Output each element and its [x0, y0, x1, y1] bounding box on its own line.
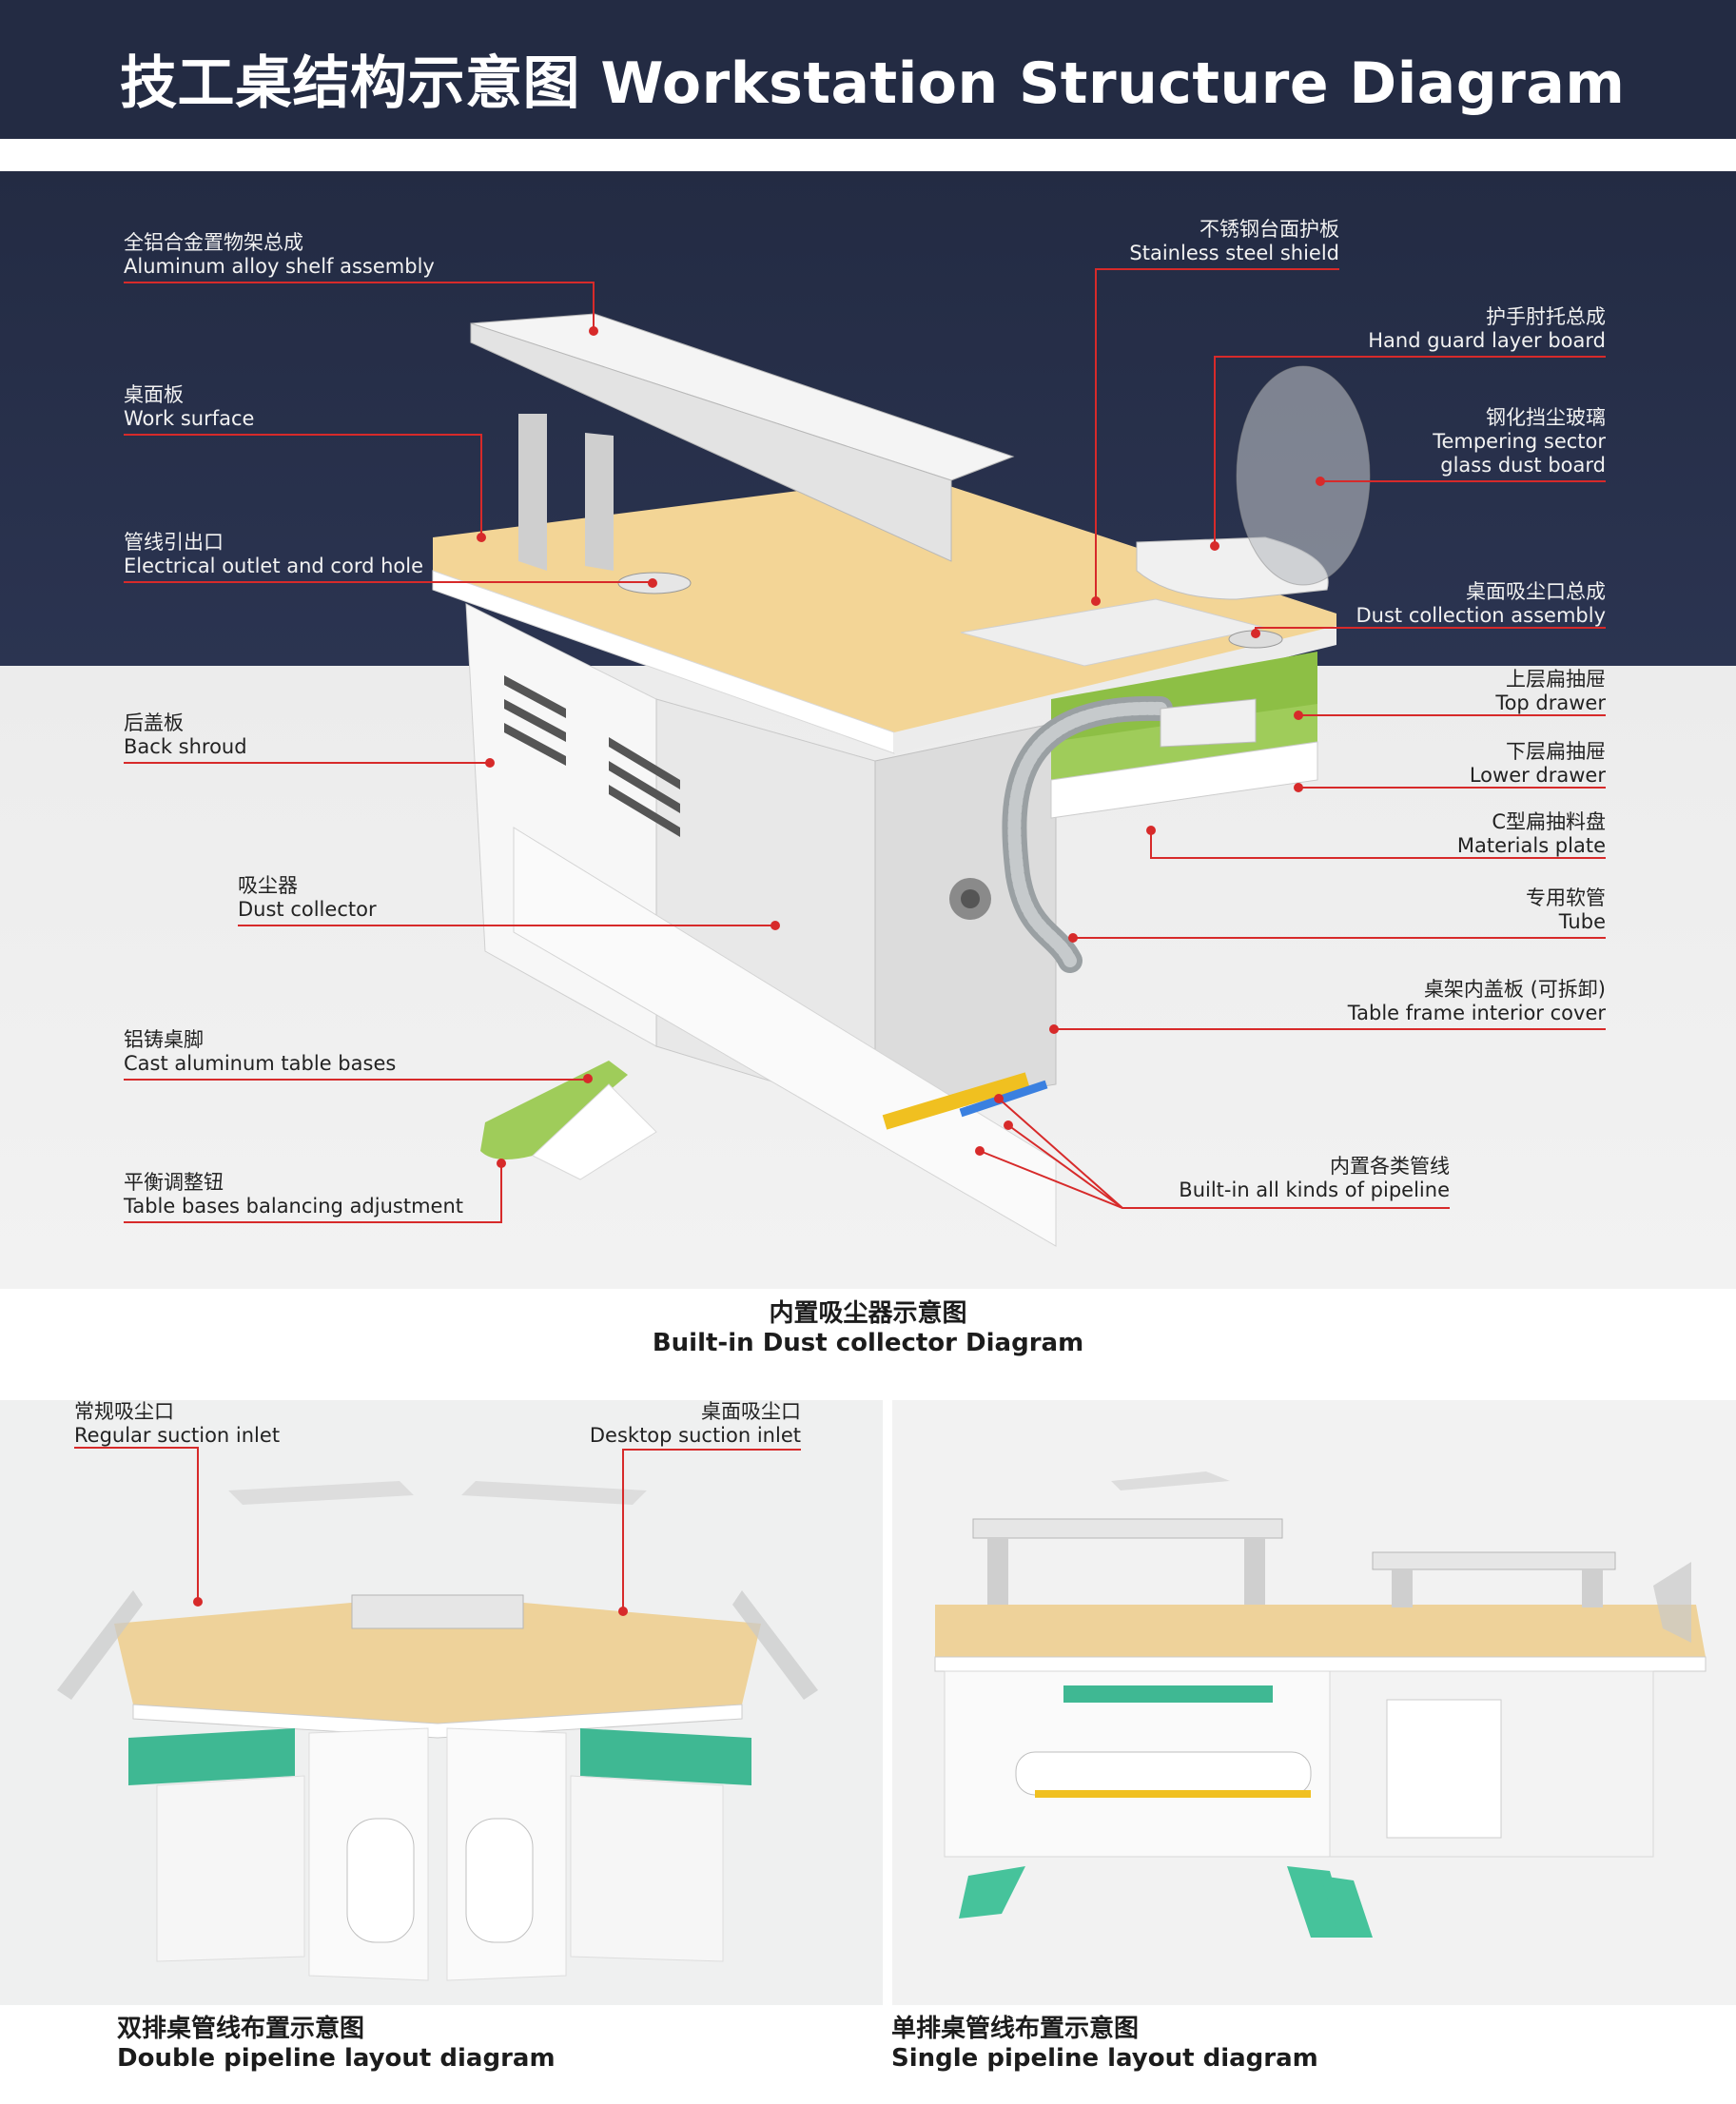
hand-guard: [1137, 366, 1370, 599]
label-interior-cover: 桌架内盖板 (可拆卸)Table frame interior cover: [1348, 978, 1606, 1025]
single-pipeline-illustration: [892, 1400, 1736, 2005]
page-title: 技工桌结构示意图 Workstation Structure Diagram: [120, 55, 1625, 112]
double-pipeline-illustration: [0, 1400, 883, 2005]
single-pipeline-panel: [892, 1400, 1736, 2005]
table-bases: [480, 1061, 656, 1179]
